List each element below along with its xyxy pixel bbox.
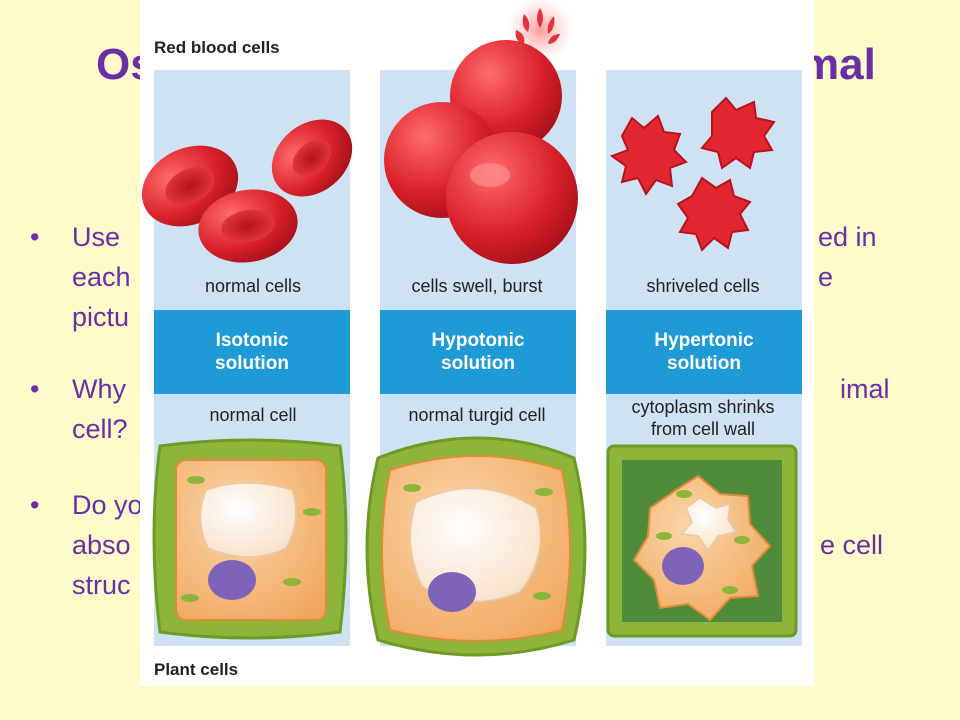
solution-label: Hypertonic	[654, 330, 754, 351]
plant-heading: Plant cells	[154, 660, 239, 679]
osmosis-figure: Red blood cells Plant cells Isotonic sol…	[140, 0, 814, 686]
bullet-1-right-2: e	[818, 262, 834, 292]
plant-caption-isotonic: normal cell	[209, 405, 297, 425]
bullet-dot: •	[30, 490, 40, 520]
solution-bar-hypotonic: Hypotonic solution	[380, 310, 576, 394]
solution-label: solution	[667, 353, 741, 374]
solution-label: solution	[215, 353, 289, 374]
rbc-heading: Red blood cells	[154, 38, 280, 57]
bullet-1-line-2: each	[72, 262, 131, 292]
bullet-2-right-1: imal	[840, 374, 890, 404]
plant-caption-hypotonic: normal turgid cell	[408, 405, 546, 425]
solution-bar-hypertonic: Hypertonic solution	[606, 310, 802, 394]
bullet-1-line-1: Use	[72, 222, 121, 252]
bullet-3-line-2: abso	[72, 530, 131, 560]
bullet-1-line-3: pictu	[72, 302, 130, 332]
plant-caption-hypertonic-1: cytoplasm shrinks	[631, 397, 775, 417]
rbc-shriveled-cells	[609, 96, 776, 252]
bullet-3-line-3: struc	[72, 570, 131, 600]
bullet-3-line-1: Do yo	[72, 490, 143, 520]
bullet-2-line-2: cell?	[72, 414, 128, 444]
solution-label: solution	[441, 353, 515, 374]
rbc-caption-hypotonic: cells swell, burst	[411, 276, 543, 296]
rbc-caption-isotonic: normal cells	[204, 276, 302, 296]
solution-label: Hypotonic	[431, 330, 525, 351]
bullet-dot: •	[30, 374, 40, 404]
rbc-normal-2	[271, 119, 353, 197]
rbc-normal-3	[198, 189, 298, 263]
solution-bar-isotonic: Isotonic solution	[154, 310, 350, 394]
plant-cell-hypertonic	[606, 444, 798, 638]
bullet-dot: •	[30, 222, 40, 252]
bullet-2-line-1: Why	[72, 374, 126, 404]
plant-cell-hypotonic	[365, 436, 587, 657]
solution-label: Isotonic	[215, 330, 289, 351]
rbc-caption-hypertonic: shriveled cells	[646, 276, 760, 296]
plant-caption-hypertonic-2: from cell wall	[650, 419, 756, 439]
rbc-swollen-cells	[384, 0, 578, 264]
bullet-3-right-1: e cell	[820, 530, 884, 560]
cell-illustrations	[141, 0, 798, 657]
bullet-1-right-1: ed in	[818, 222, 877, 252]
plant-cell-isotonic	[152, 438, 348, 640]
